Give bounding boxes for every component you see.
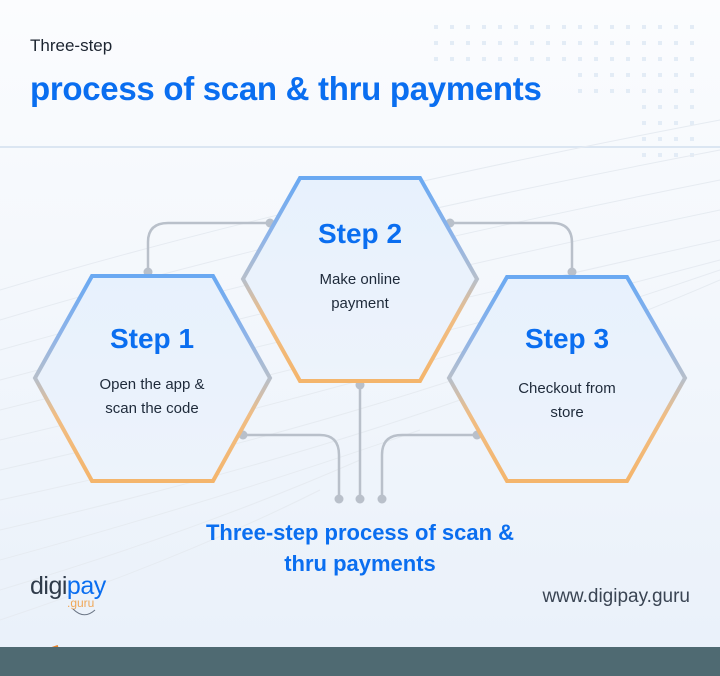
step-3: Step 3 Checkout from store xyxy=(449,323,685,425)
connector-lines xyxy=(146,221,574,499)
step-2-hexagon xyxy=(240,176,480,383)
footer-band xyxy=(0,647,720,676)
step-1-description: Open the app & scan the code xyxy=(34,373,270,421)
logo-swoosh-icon xyxy=(72,608,96,616)
kicker-text: Three-step xyxy=(30,36,113,55)
step-1-desc-line1: Open the app & xyxy=(99,376,205,393)
step-2: Step 2 Make online payment xyxy=(242,218,478,316)
step-2-description: Make online payment xyxy=(242,268,478,316)
logo-pay: pay xyxy=(66,572,106,600)
caption: Three-step process of scan & thru paymen… xyxy=(180,517,540,579)
digipay-logo: digipay .guru xyxy=(30,572,106,616)
logo-guru: .guru xyxy=(67,596,95,610)
step-1-desc-line2: scan the code xyxy=(105,400,199,417)
step-2-desc-line2: payment xyxy=(331,295,389,312)
dot-grid-decoration xyxy=(434,25,706,73)
step-1-hexagon xyxy=(32,274,273,483)
step-3-description: Checkout from store xyxy=(449,377,685,425)
step-3-title: Step 3 xyxy=(524,323,610,354)
step-3-desc-line2: store xyxy=(550,404,584,421)
caption-line1: Three-step process of scan & xyxy=(205,520,515,545)
logo-digi: digi xyxy=(30,572,67,600)
step-3-hexagon xyxy=(446,275,688,483)
step-2-desc-line1: Make online xyxy=(319,271,401,288)
page-title: process of scan & thru payments xyxy=(30,70,542,107)
step-2-title: Step 2 xyxy=(317,218,403,249)
step-1-title: Step 1 xyxy=(109,323,195,354)
step-3-desc-line1: Checkout from xyxy=(518,380,616,397)
caption-line2: thru payments xyxy=(284,551,436,576)
step-1: Step 1 Open the app & scan the code xyxy=(34,323,270,421)
website-url: www.digipay.guru xyxy=(542,586,690,607)
